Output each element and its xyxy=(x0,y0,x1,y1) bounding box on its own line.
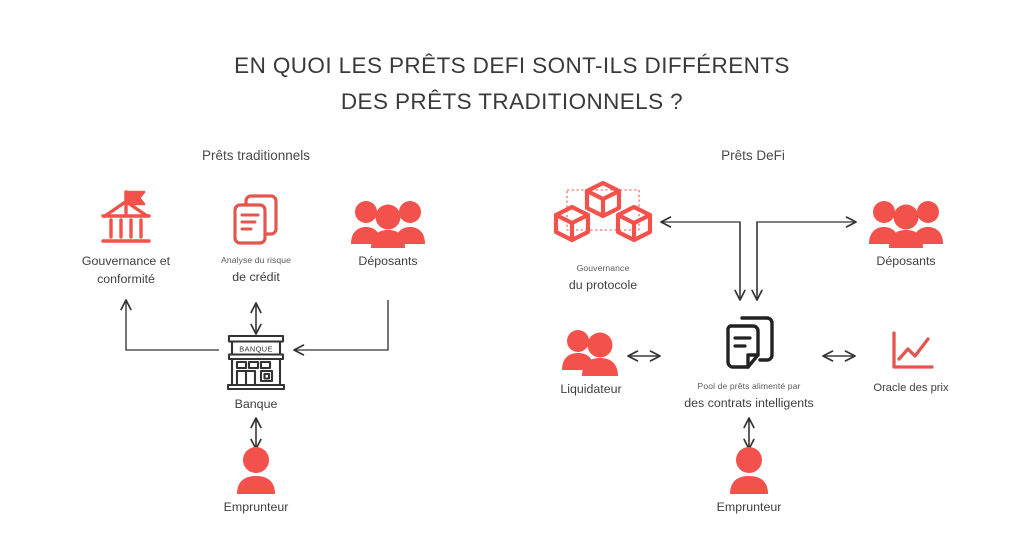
node-label: Emprunteur xyxy=(186,498,326,516)
section-heading-defi: Prêts DeFi xyxy=(721,148,785,163)
bank-sign-text: BANQUE xyxy=(239,344,273,353)
person-icon xyxy=(679,446,819,494)
label-line-2: conformité xyxy=(97,272,155,286)
label-text: Liquidateur xyxy=(560,382,622,396)
node-defi-governance[interactable]: Gouvernance du protocole xyxy=(518,178,688,294)
price-chart-icon xyxy=(836,329,986,375)
label-text: Déposants xyxy=(358,254,418,268)
title-line-1: EN QUOI LES PRÊTS DEFI SONT-ILS DIFFÉREN… xyxy=(234,53,790,78)
node-defi-liquidator[interactable]: Liquidateur xyxy=(516,328,666,398)
node-label: Déposants xyxy=(831,252,981,270)
label-text: Emprunteur xyxy=(223,500,289,514)
label-line-1: Pool de prêts alimenté par xyxy=(697,381,801,391)
node-defi-pool[interactable]: Pool de prêts alimenté par des contrats … xyxy=(649,312,849,412)
node-traditional-governance[interactable]: Gouvernance et conformité xyxy=(51,186,201,288)
page-title: EN QUOI LES PRÊTS DEFI SONT-ILS DIFFÉREN… xyxy=(0,48,1024,120)
node-defi-depositors[interactable]: Déposants xyxy=(831,196,981,270)
person-icon xyxy=(186,446,326,494)
label-text: Oracle des prix xyxy=(873,382,949,394)
node-label: Gouvernance et conformité xyxy=(51,252,201,288)
node-label: Banque xyxy=(186,395,326,413)
label-line-1: Gouvernance xyxy=(576,263,630,273)
section-heading-traditional: Prêts traditionnels xyxy=(201,148,311,163)
label-line-2: de crédit xyxy=(232,270,280,284)
node-defi-borrower[interactable]: Emprunteur xyxy=(679,446,819,516)
node-label: Liquidateur xyxy=(516,380,666,398)
two-people-icon xyxy=(516,328,666,376)
government-building-icon xyxy=(51,186,201,248)
node-label: Emprunteur xyxy=(679,498,819,516)
node-traditional-borrower[interactable]: Emprunteur xyxy=(186,446,326,516)
node-traditional-bank[interactable]: BANQUE Banque xyxy=(186,333,326,413)
node-label: Analyse du risque de crédit xyxy=(176,252,336,286)
title-line-2: DES PRÊTS TRADITIONNELS ? xyxy=(340,89,684,114)
people-group-icon xyxy=(313,196,463,248)
node-defi-oracle[interactable]: Oracle des prix xyxy=(836,329,986,397)
node-traditional-risk[interactable]: Analyse du risque de crédit xyxy=(176,190,336,286)
node-label: Gouvernance du protocole xyxy=(518,260,688,294)
smart-contract-document-icon xyxy=(649,312,849,374)
label-line-1: Analyse du risque xyxy=(220,255,291,265)
label-line-2: des contrats intelligents xyxy=(684,396,814,410)
node-label: Déposants xyxy=(313,252,463,270)
label-text: Déposants xyxy=(876,254,936,268)
label-text: Banque xyxy=(234,397,278,411)
documents-icon xyxy=(176,190,336,248)
people-group-icon xyxy=(831,196,981,248)
label-line-1: Gouvernance et xyxy=(81,254,171,268)
blockchain-cubes-icon xyxy=(518,178,688,256)
node-label: Pool de prêts alimenté par des contrats … xyxy=(649,378,849,412)
bank-building-icon: BANQUE xyxy=(186,333,326,391)
node-traditional-depositors[interactable]: Déposants xyxy=(313,196,463,270)
label-line-2: du protocole xyxy=(568,278,638,292)
node-label: Oracle des prix xyxy=(836,379,986,397)
label-text: Emprunteur xyxy=(716,500,782,514)
